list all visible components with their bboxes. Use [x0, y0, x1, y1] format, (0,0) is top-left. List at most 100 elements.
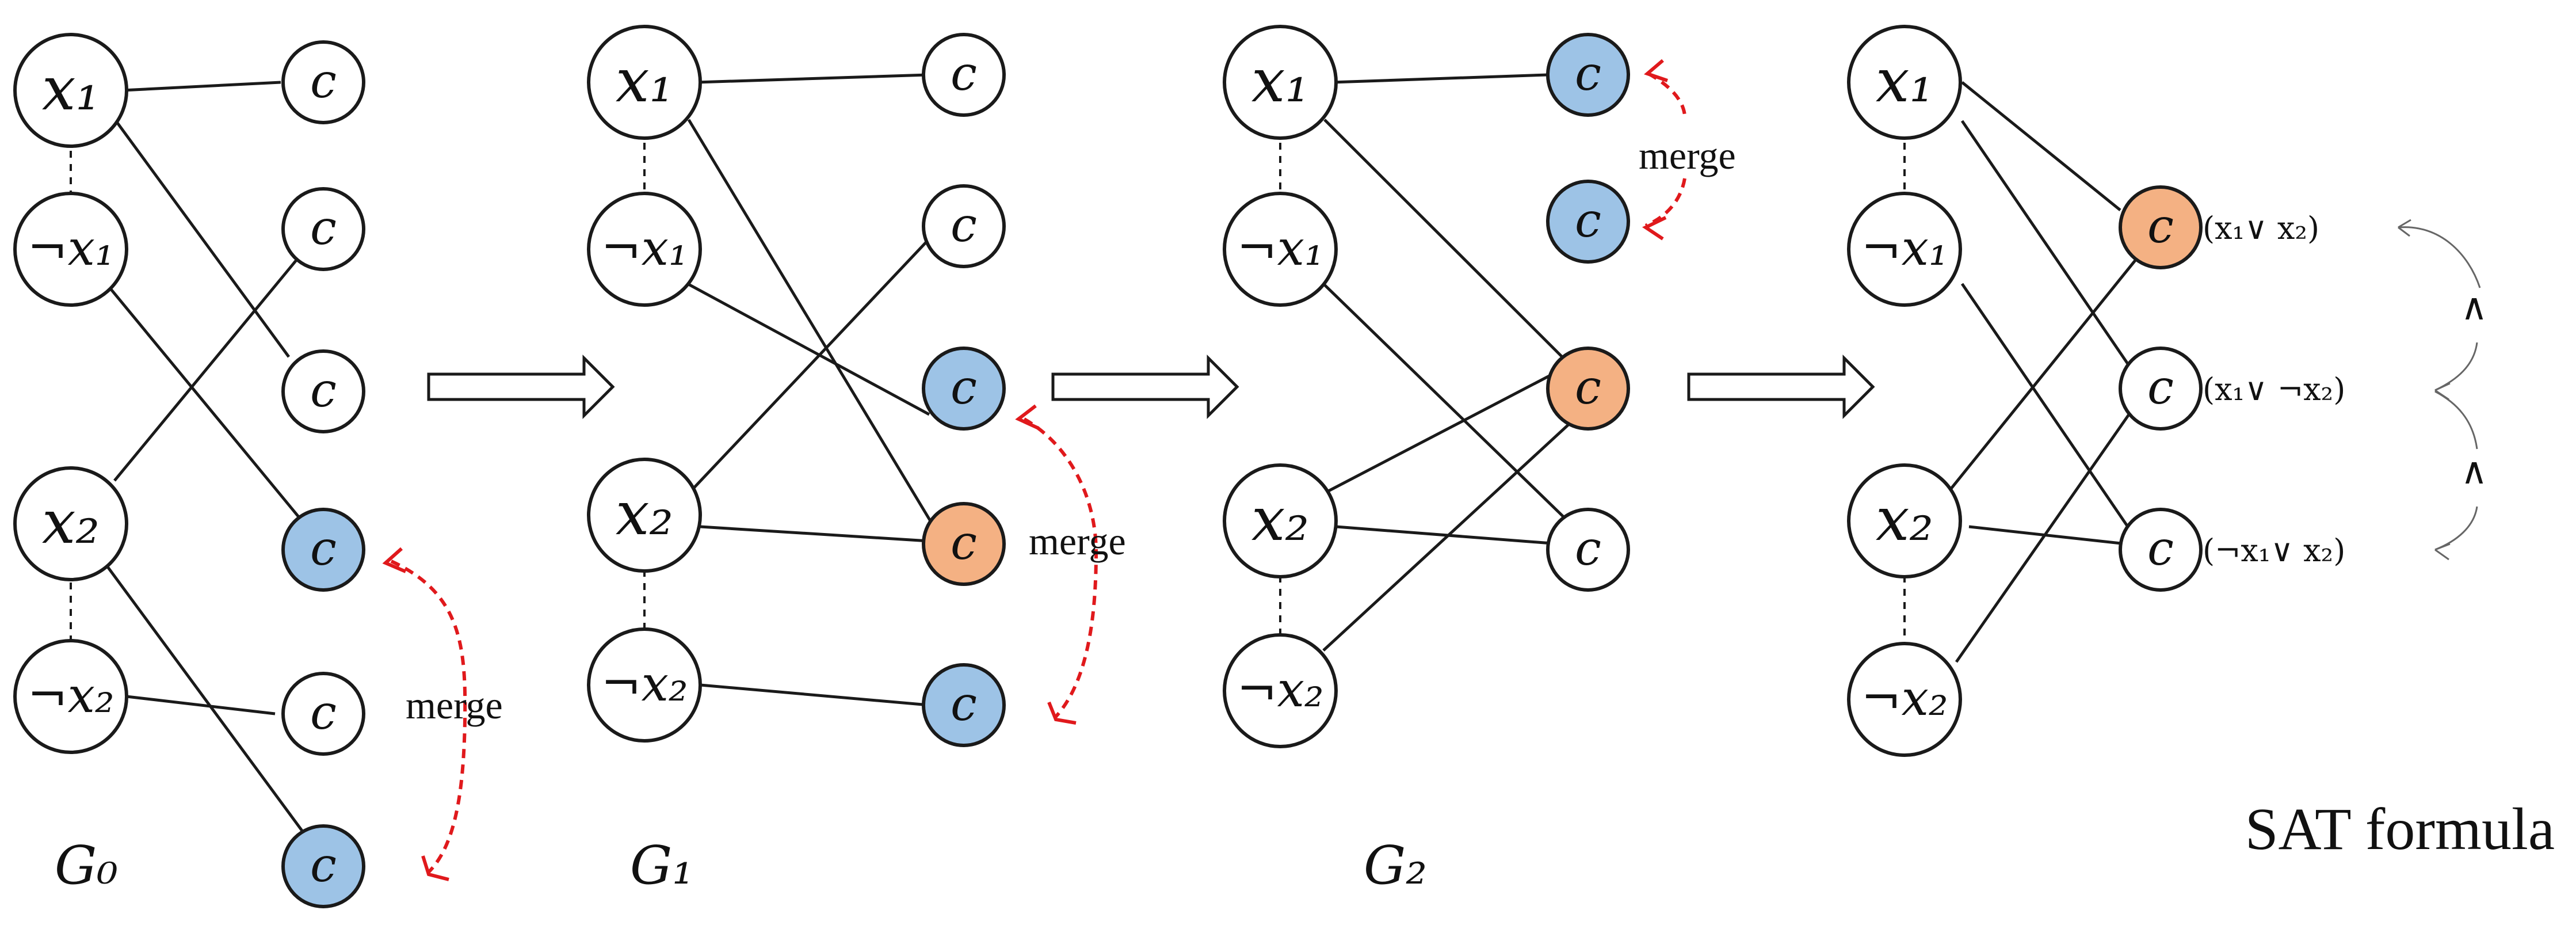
edge: [1960, 120, 2131, 367]
conjunction-symbol: ∧: [2461, 286, 2488, 329]
clause-label: c: [1575, 360, 1601, 415]
sat-formula: (x₁∨ x₂) (x₁∨ ¬x₂) (¬x₁∨ x₂) ∧ ∧ SAT for…: [2203, 210, 2555, 862]
var-label: x₂: [42, 487, 100, 557]
clause-node: c: [281, 187, 365, 271]
edge: [688, 238, 930, 494]
right-hollow-arrow-icon: [427, 354, 615, 420]
edge: [1955, 413, 2131, 663]
clause-label: c: [310, 201, 337, 256]
edge: [113, 119, 291, 358]
conjunction-bracket-icon: [2398, 219, 2481, 561]
var-node-not-x2: ¬x₂: [587, 627, 702, 743]
clause-node: c: [281, 508, 365, 592]
clause-node: c: [1546, 33, 1630, 117]
clause-node: c: [922, 184, 1006, 268]
var-node-not-x2: ¬x₂: [1223, 633, 1338, 748]
edge: [105, 283, 306, 525]
edge: [1323, 119, 1572, 367]
edge: [1331, 73, 1548, 84]
clause-node: c: [922, 502, 1006, 586]
clause-node: c: [922, 663, 1006, 747]
clause-label: c: [310, 686, 337, 740]
graph-g3: x₁ ¬x₁ x₂ ¬x₂ c c c: [1847, 25, 2203, 757]
curved-dashed-arrow-icon: [382, 547, 467, 881]
var-label: ¬x₂: [27, 667, 114, 724]
formula-clause-2: (x₁∨ ¬x₂): [2203, 371, 2345, 408]
clause-label: c: [1575, 193, 1601, 248]
clause-node: c: [281, 349, 365, 433]
clause-label: c: [2147, 522, 2174, 576]
edge: [1968, 525, 2127, 546]
right-hollow-arrow-icon: [1687, 354, 1875, 420]
curved-dashed-arrow-icon: [1015, 404, 1098, 725]
clause-label: c: [951, 677, 977, 732]
edge: [121, 81, 281, 92]
edge: [1949, 249, 2144, 490]
clause-label: c: [1575, 47, 1601, 101]
var-node-x2: x₂: [587, 458, 702, 573]
var-node-x2: x₂: [1847, 463, 1962, 578]
var-label: ¬x₁: [601, 220, 688, 276]
var-label: ¬x₁: [1237, 220, 1323, 276]
var-node-not-x2: ¬x₂: [1847, 642, 1962, 757]
clause-label: c: [310, 522, 337, 576]
var-label: x₂: [616, 478, 673, 549]
graph-g0: x₁ ¬x₁ x₂ ¬x₂ c c c c: [13, 33, 503, 908]
edge: [700, 683, 930, 707]
clause-node: c: [281, 824, 365, 908]
formula-clause-1: (x₁∨ x₂): [2203, 210, 2319, 246]
clause-node: c: [922, 33, 1006, 117]
var-label: x₁: [1876, 45, 1933, 116]
var-node-not-x1: ¬x₁: [1847, 192, 1962, 307]
graph-g1: x₁ ¬x₁ x₂ ¬x₂ c c c c: [587, 25, 1126, 896]
var-label: x₂: [1251, 484, 1309, 554]
merge-label: merge: [406, 683, 503, 727]
edge: [126, 695, 276, 715]
clause-label: c: [951, 360, 977, 415]
var-node-x2: x₂: [1223, 463, 1338, 578]
clause-label: c: [2147, 360, 2174, 415]
conjunction-symbol: ∧: [2461, 450, 2488, 493]
graph-label-g2: G₂: [1364, 835, 1427, 896]
clause-node: c: [1546, 180, 1630, 264]
clause-label: c: [1575, 522, 1601, 576]
edge: [1961, 81, 2121, 211]
clause-label: c: [2147, 199, 2174, 254]
curved-dashed-arrow-icon: [1642, 59, 1686, 241]
var-node-x1: x₁: [1847, 25, 1962, 140]
clause-node: c: [2119, 508, 2203, 592]
var-label: ¬x₂: [1237, 661, 1323, 718]
var-node-not-x1: ¬x₁: [587, 192, 702, 307]
edge: [696, 73, 929, 84]
var-label: x₁: [1251, 45, 1309, 116]
clause-label: c: [951, 47, 977, 101]
edge: [700, 525, 930, 543]
graph-label-g1: G₁: [630, 835, 693, 896]
clause-node: c: [1546, 347, 1630, 431]
clause-label: c: [310, 54, 337, 109]
edge: [1324, 362, 1574, 494]
edge: [1322, 414, 1579, 652]
clause-node: c: [2119, 347, 2203, 431]
edge: [686, 282, 930, 416]
clause-node: c: [2119, 185, 2203, 269]
var-label: ¬x₂: [601, 656, 688, 712]
edge: [105, 564, 307, 836]
var-node-x1: x₁: [13, 33, 128, 148]
graph-g2: x₁ ¬x₁ x₂ ¬x₂ c c c c: [1223, 25, 1736, 896]
var-node-not-x2: ¬x₂: [13, 639, 128, 754]
var-node-x1: x₁: [1223, 25, 1338, 140]
formula-clause-3: (¬x₁∨ x₂): [2203, 532, 2345, 569]
var-label: ¬x₁: [1861, 220, 1948, 276]
edge: [687, 119, 939, 534]
var-node-not-x1: ¬x₁: [1223, 192, 1338, 307]
clause-node: c: [281, 672, 365, 756]
clause-label: c: [310, 838, 337, 893]
merge-label: merge: [1639, 134, 1736, 177]
var-label: ¬x₂: [1861, 670, 1948, 726]
var-label: x₂: [1876, 484, 1933, 554]
edge: [1322, 283, 1575, 528]
merge-label: merge: [1029, 519, 1126, 563]
var-label: ¬x₁: [27, 220, 114, 276]
